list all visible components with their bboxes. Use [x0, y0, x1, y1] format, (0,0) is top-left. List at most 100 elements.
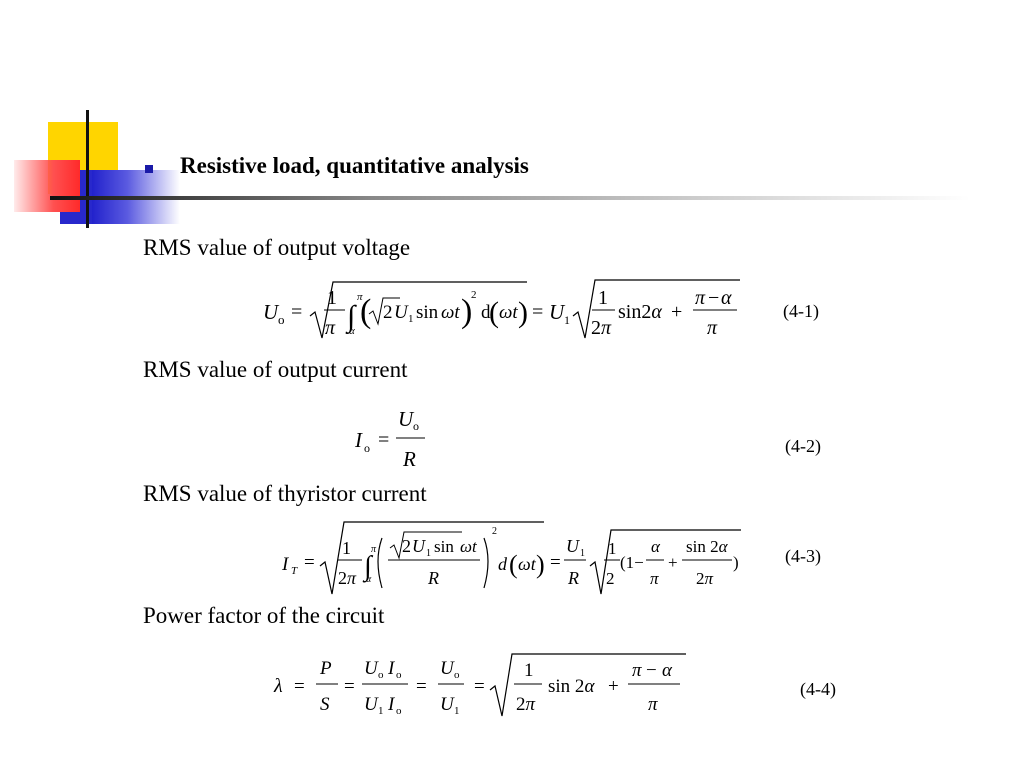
svg-text:∫: ∫ — [345, 300, 357, 335]
decor-vertical-line — [86, 110, 89, 228]
svg-text:d: d — [481, 302, 491, 323]
section-label-output-current: RMS value of output current — [143, 357, 408, 382]
svg-text:∫: ∫ — [362, 551, 374, 583]
svg-text:I: I — [387, 658, 396, 679]
svg-text:ωt: ωt — [518, 554, 537, 574]
svg-text:π: π — [357, 291, 363, 303]
svg-text:): ) — [536, 550, 545, 579]
equation-number: (4-1) — [783, 301, 819, 321]
svg-text:=: = — [344, 676, 355, 697]
svg-text:U: U — [549, 300, 566, 324]
title-underline — [50, 196, 970, 200]
svg-text:sin2α: sin2α — [618, 301, 662, 323]
svg-text:1: 1 — [426, 548, 431, 559]
slide-title: Resistive load, quantitative analysis — [180, 153, 529, 178]
svg-text:π: π — [325, 317, 336, 339]
svg-text:U: U — [566, 536, 580, 556]
section-label-thyristor-current: RMS value of thyristor current — [143, 481, 427, 506]
svg-text:2π: 2π — [338, 568, 357, 588]
svg-text:2: 2 — [383, 302, 393, 323]
svg-text:π: π — [707, 317, 718, 339]
svg-text:R: R — [567, 568, 579, 588]
svg-text:π: π — [695, 287, 706, 309]
svg-text:λ: λ — [273, 675, 283, 697]
svg-text:2π: 2π — [591, 317, 612, 339]
equation-number: (4-3) — [785, 546, 821, 566]
svg-text:U: U — [364, 658, 379, 679]
svg-text:U: U — [440, 694, 455, 715]
equation-number: (4-2) — [785, 436, 821, 456]
svg-text:+: + — [608, 676, 619, 697]
svg-text:(: ( — [509, 550, 518, 579]
svg-text:P: P — [319, 658, 332, 679]
svg-text:=: = — [532, 301, 543, 323]
svg-text:o: o — [364, 441, 370, 455]
svg-text:α: α — [366, 574, 372, 585]
svg-text:1: 1 — [408, 313, 414, 325]
svg-text:α: α — [651, 537, 661, 556]
svg-text:T: T — [291, 565, 298, 577]
svg-text:): ) — [518, 296, 528, 329]
svg-text:R: R — [427, 568, 439, 588]
svg-text:1: 1 — [608, 539, 617, 558]
svg-text:o: o — [454, 669, 460, 681]
svg-text:π: π — [371, 544, 377, 555]
svg-text:ωt: ωt — [460, 537, 478, 556]
svg-text:): ) — [461, 293, 472, 330]
svg-text:U: U — [412, 536, 426, 556]
decor-red-gradient — [14, 160, 80, 212]
svg-text:): ) — [733, 553, 739, 572]
equation-number: (4-4) — [800, 679, 836, 699]
svg-text:U: U — [263, 300, 280, 324]
svg-text:sin: sin — [416, 302, 439, 323]
svg-text:−: − — [646, 660, 657, 681]
svg-text:=: = — [416, 676, 427, 697]
svg-text:2: 2 — [402, 536, 411, 556]
svg-text:+: + — [671, 301, 682, 323]
svg-text:2: 2 — [471, 289, 477, 301]
svg-text:sin 2α: sin 2α — [548, 676, 595, 697]
svg-text:=: = — [550, 552, 561, 573]
svg-text:ωt: ωt — [441, 302, 460, 323]
svg-text:π: π — [650, 569, 659, 588]
svg-text:π: π — [632, 660, 642, 681]
equation-output-current: I o = U o R — [354, 407, 425, 471]
svg-text:2π: 2π — [516, 694, 536, 715]
svg-text:d: d — [498, 554, 508, 574]
equation-output-voltage: U o = 1 π ∫ π α ( 2 U 1 sin ωt ) 2 d ( ω… — [263, 279, 740, 339]
svg-text:1: 1 — [342, 538, 351, 558]
svg-text:o: o — [378, 669, 384, 681]
svg-text:α: α — [721, 287, 732, 309]
svg-text:I: I — [354, 428, 363, 452]
svg-text:=: = — [291, 301, 302, 323]
svg-text:=: = — [294, 676, 305, 697]
svg-text:+: + — [668, 553, 678, 572]
svg-text:I: I — [387, 694, 396, 715]
svg-text:1: 1 — [454, 705, 460, 717]
svg-text:1: 1 — [327, 287, 337, 309]
equation-thyristor-current: I T = 1 2π ∫ π α 2 U 1 sin ωt R 2 d ( ωt… — [281, 521, 741, 595]
svg-text:α: α — [662, 660, 673, 681]
svg-text:2: 2 — [492, 526, 497, 537]
svg-text:π: π — [648, 694, 658, 715]
svg-text:U: U — [364, 694, 379, 715]
svg-text:1: 1 — [378, 705, 384, 717]
svg-text:(: ( — [360, 293, 371, 330]
svg-text:(: ( — [489, 296, 499, 329]
svg-text:−: − — [708, 287, 719, 309]
section-label-output-voltage: RMS value of output voltage — [143, 235, 411, 260]
svg-text:1: 1 — [564, 313, 570, 327]
svg-text:sin: sin — [434, 537, 454, 556]
svg-text:o: o — [413, 419, 419, 433]
svg-text:o: o — [278, 312, 285, 327]
svg-text:1: 1 — [524, 660, 534, 681]
svg-text:ωt: ωt — [499, 302, 518, 323]
svg-text:I: I — [281, 554, 290, 575]
svg-text:=: = — [378, 429, 389, 451]
svg-text:=: = — [304, 552, 315, 573]
svg-text:=: = — [474, 676, 485, 697]
svg-text:sin 2α: sin 2α — [686, 537, 729, 556]
svg-text:2π: 2π — [696, 569, 714, 588]
equation-power-factor: λ = P S = U o I o U 1 I o = U o U 1 = 1 … — [273, 653, 686, 717]
svg-text:2: 2 — [606, 569, 615, 588]
